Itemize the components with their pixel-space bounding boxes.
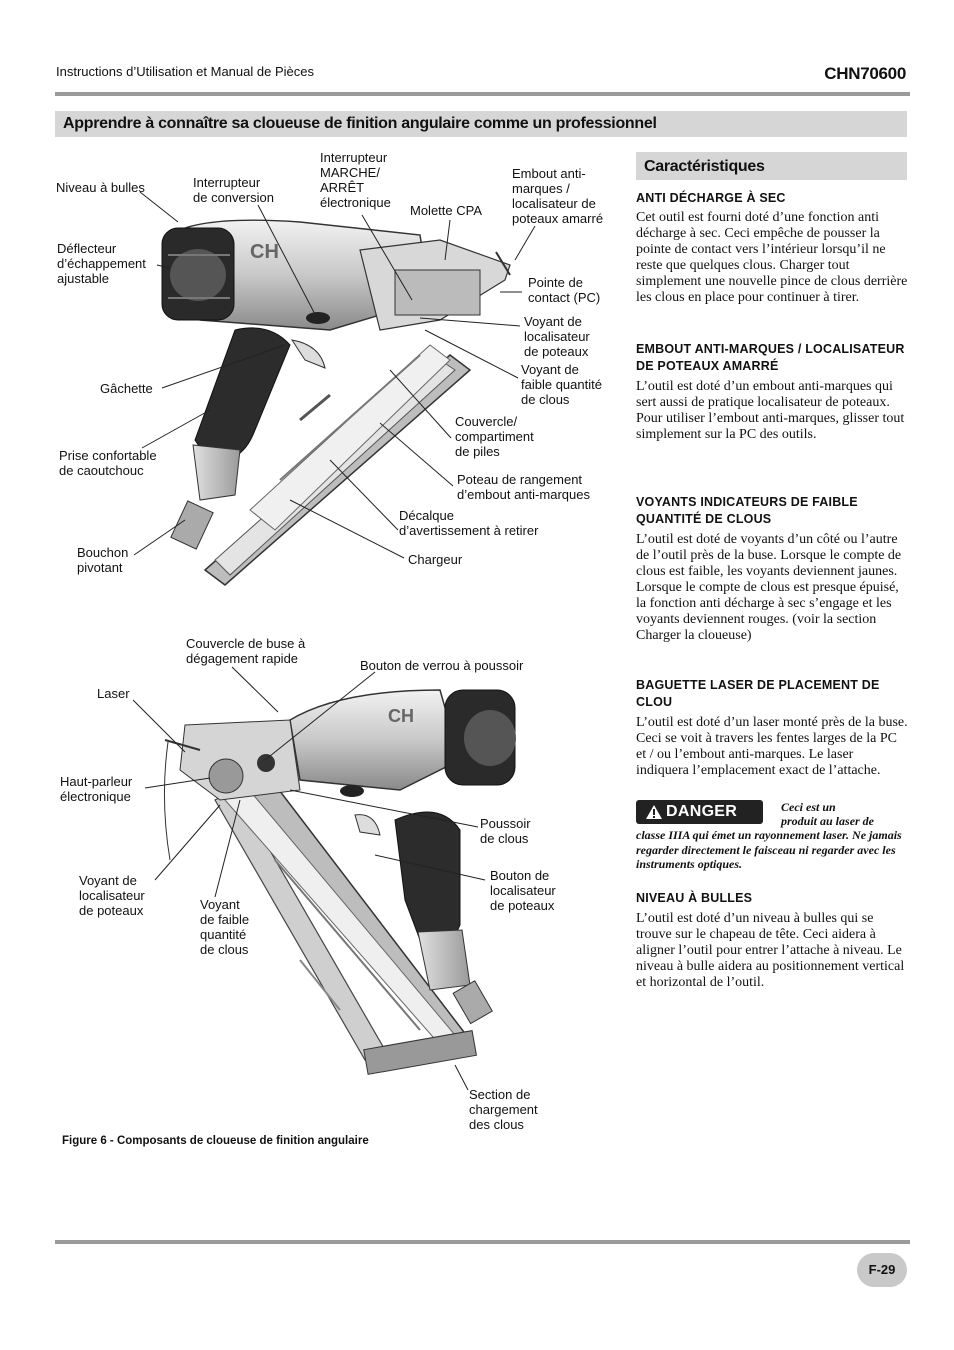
figure-caption: Figure 6 - Composants de cloueuse de fin… [62,1135,369,1147]
danger-text-line1: Ceci est un [781,800,836,814]
danger-badge: DANGER [636,800,763,824]
danger-text-body: classe IIIA qui émet un rayonnement lase… [636,828,902,871]
feature-title: NIVEAU À BULLES [636,891,753,905]
label-section-chargement: Section de chargement des clous [469,1087,538,1132]
label-bouchon-pivotant: Bouchon pivotant [77,545,129,575]
bottom-divider [55,1240,910,1244]
feature-body: L’outil est doté d’un niveau à bulles qu… [636,911,905,990]
svg-text:CH: CH [388,706,414,726]
label-bouton-localisateur: Bouton de localisateur de poteaux [490,868,556,913]
page-number-badge: F-29 [857,1253,907,1287]
label-interrupteur-marche-arret: Interrupteur MARCHE/ ARRÊT électronique [320,150,391,210]
label-prise-caoutchouc: Prise confortable de caoutchouc [59,448,157,478]
label-poteau-rangement: Poteau de rangement d’embout anti-marque… [457,472,590,502]
label-voyant-faible-bottom: Voyant de faible quantité de clous [200,897,250,957]
label-poussoir-de-clous: Poussoir de clous [480,816,531,846]
page-title: Apprendre à connaître sa cloueuse de fin… [63,115,657,132]
feature-title: EMBOUT ANTI-MARQUES / LOCALISATEUR DE PO… [636,342,905,373]
svg-text:CH: CH [250,241,279,263]
feature-embout: EMBOUT ANTI-MARQUES / LOCALISATEUR DE PO… [636,341,908,443]
label-decalque: Décalque d’avertissement à retirer [399,508,539,538]
feature-anti-decharge: ANTI DÉCHARGE À SEC Cet outil est fourni… [636,190,908,306]
label-embout-anti-marques: Embout anti- marques / localisateur de p… [512,166,604,226]
feature-laser: BAGUETTE LASER DE PLACEMENT DE CLOU L’ou… [636,677,908,779]
label-bouton-verrou: Bouton de verrou à poussoir [360,658,524,673]
nailer-bottom-drawing: CH [163,689,516,1075]
label-molette-cpa: Molette CPA [410,203,483,218]
feature-title: ANTI DÉCHARGE À SEC [636,191,786,205]
label-voyant-localisateur-top: Voyant de localisateur de poteaux [524,314,590,359]
feature-niveau: NIVEAU À BULLES L’outil est doté d’un ni… [636,890,908,991]
label-haut-parleur: Haut-parleur électronique [60,774,133,804]
label-chargeur: Chargeur [408,552,463,567]
feature-body: L’outil est doté d’un laser monté près d… [636,715,908,778]
nailer-top-drawing: CH [161,219,511,586]
label-couvercle-buse: Couvercle de buse à dégagement rapide [186,636,306,666]
label-voyant-localisateur-bottom: Voyant de localisateur de poteaux [79,873,145,918]
label-niveau-a-bulles: Niveau à bulles [56,180,145,195]
leader-lines-bottom [132,666,486,1091]
page-number: F-29 [868,1262,896,1277]
danger-text-line2: produit au laser de [781,814,875,828]
label-interrupteur-conversion: Interrupteur de conversion [193,175,274,205]
feature-body: L’outil est doté d’un embout anti-marque… [636,379,905,442]
feature-body: Cet outil est fourni doté d’une fonction… [636,210,908,305]
label-voyant-faible-top: Voyant de faible quantité de clous [521,362,602,407]
feature-title: BAGUETTE LASER DE PLACEMENT DE CLOU [636,678,880,709]
top-divider [55,92,910,96]
page-title-bar: Apprendre à connaître sa cloueuse de fin… [55,111,907,137]
label-gachette: Gâchette [100,381,153,396]
label-pointe-de-contact: Pointe de contact (PC) [528,275,601,305]
label-laser: Laser [97,686,130,701]
label-couvercle-piles: Couvercle/ compartiment de piles [455,414,534,459]
warning-triangle-icon [646,805,662,819]
feature-title: VOYANTS INDICATEURS DE FAIBLE QUANTITÉ D… [636,495,858,526]
header-model-number: CHN70600 [824,64,906,83]
label-deflecteur: Déflecteur d’échappement ajustable [57,241,146,286]
feature-voyants: VOYANTS INDICATEURS DE FAIBLE QUANTITÉ D… [636,494,908,644]
features-heading-bar: Caractéristiques [636,152,907,180]
leader-lines-top [133,191,536,559]
features-heading: Caractéristiques [644,158,765,175]
feature-body: L’outil est doté de voyants d’un côté ou… [636,532,902,643]
danger-label: DANGER [666,803,738,820]
header-manual-title: Instructions d’Utilisation et Manual de … [56,64,314,79]
